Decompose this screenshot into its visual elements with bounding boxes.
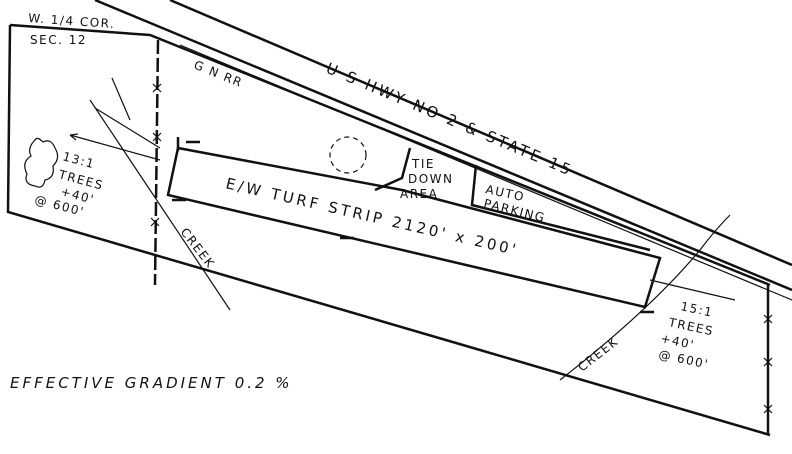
auto-parking-boundary <box>470 164 651 252</box>
creek-west <box>89 99 231 311</box>
tie-down-label-3: AREA <box>400 187 438 201</box>
fence-x-marks <box>150 83 773 414</box>
dashed-circle <box>329 136 367 174</box>
trees-icon <box>24 137 59 188</box>
corner-label: W. 1/4 COR. <box>28 11 116 31</box>
approach-lines <box>94 77 736 301</box>
east-ratio-label: 15:1 <box>679 299 714 320</box>
creek-east <box>559 214 731 381</box>
east-distance-label: @ 600' <box>657 347 710 371</box>
runway-outline <box>166 146 662 309</box>
approach-arrow-west <box>69 133 161 161</box>
highway-south-edge <box>94 0 792 292</box>
tie-down-label-1: TIE <box>411 157 435 171</box>
property-boundary <box>6 24 771 437</box>
section-label: SEC. 12 <box>30 33 87 47</box>
west-fence <box>153 39 160 286</box>
railroad-property-line <box>9 23 771 287</box>
runway-label: E/W TURF STRIP 2120' x 200' <box>224 174 520 259</box>
tie-down-label-2: DOWN <box>408 172 454 186</box>
tie-down-boundary <box>374 147 412 192</box>
runway-markers <box>172 137 654 314</box>
railroad-track <box>179 44 792 301</box>
gradient-label: EFFECTIVE GRADIENT 0.2 % <box>10 374 293 392</box>
highway-north-edge <box>169 0 792 267</box>
creek-east-label: CREEK <box>575 334 621 374</box>
